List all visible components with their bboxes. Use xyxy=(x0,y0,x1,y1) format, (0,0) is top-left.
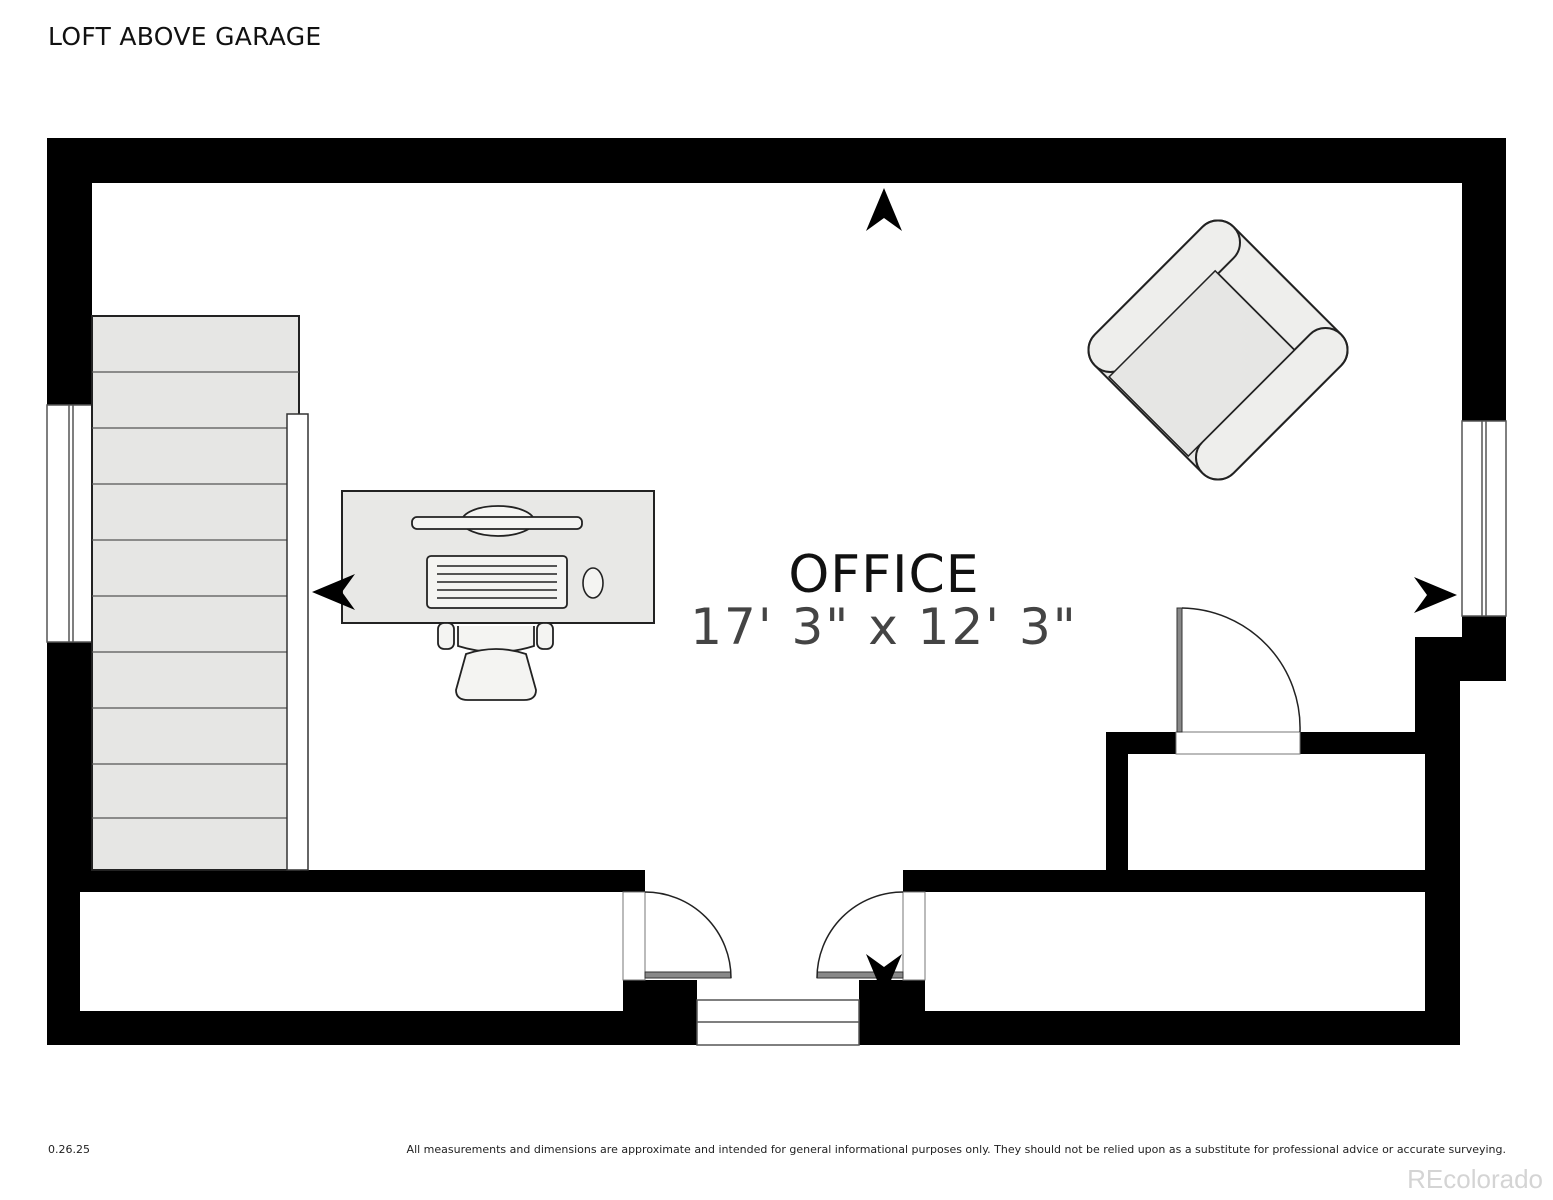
office-chair xyxy=(437,622,554,701)
wall-bottom-left xyxy=(47,1011,697,1045)
plan-title: LOFT ABOVE GARAGE xyxy=(48,22,322,51)
version-label: 0.26.25 xyxy=(48,1143,90,1156)
wall-left-upper xyxy=(47,138,92,405)
entry-steps xyxy=(696,999,860,1046)
disclaimer-text: All measurements and dimensions are appr… xyxy=(406,1143,1506,1156)
door-closet-right xyxy=(1175,607,1301,755)
wall-jamb-right xyxy=(859,980,925,1015)
view-arrow-left-icon xyxy=(312,574,355,610)
view-arrow-up-icon xyxy=(866,188,902,231)
armchair xyxy=(1087,219,1349,481)
monitor-icon xyxy=(411,516,583,530)
wall-jamb-left-top xyxy=(623,870,645,892)
wall-closet-side xyxy=(1106,732,1128,892)
stair-railing xyxy=(286,413,309,871)
closet-divider xyxy=(1122,870,1425,892)
door-lower-right xyxy=(816,891,926,981)
view-arrow-down-icon xyxy=(866,954,902,997)
closet-lower-left xyxy=(80,892,623,1011)
wall-closet-right xyxy=(1300,732,1425,754)
staircase xyxy=(91,315,309,871)
wall-mid-left xyxy=(47,870,645,892)
wall-top xyxy=(47,138,1506,183)
wall-jamb-left xyxy=(623,980,697,1015)
room-dimensions: 17' 3" x 12' 3" xyxy=(690,598,1078,656)
wall-jamb-right-top xyxy=(903,870,925,892)
desk xyxy=(341,490,655,624)
wall-right-upper xyxy=(1462,138,1506,421)
window-right xyxy=(1461,420,1507,617)
watermark-logo: REcolorado xyxy=(1407,1164,1543,1194)
closet-lower-right-fill xyxy=(925,893,1425,1011)
door-lower-left xyxy=(622,891,732,981)
window-left xyxy=(46,404,93,643)
view-arrow-right-icon xyxy=(1414,577,1457,613)
wall-left-lower-inner xyxy=(47,642,92,870)
mouse-icon xyxy=(582,567,604,599)
room-name: OFFICE xyxy=(788,545,979,605)
wall-right-lower xyxy=(1462,616,1506,681)
wall-bottom-right xyxy=(859,1011,1460,1045)
closet-upper-right xyxy=(1128,754,1425,870)
